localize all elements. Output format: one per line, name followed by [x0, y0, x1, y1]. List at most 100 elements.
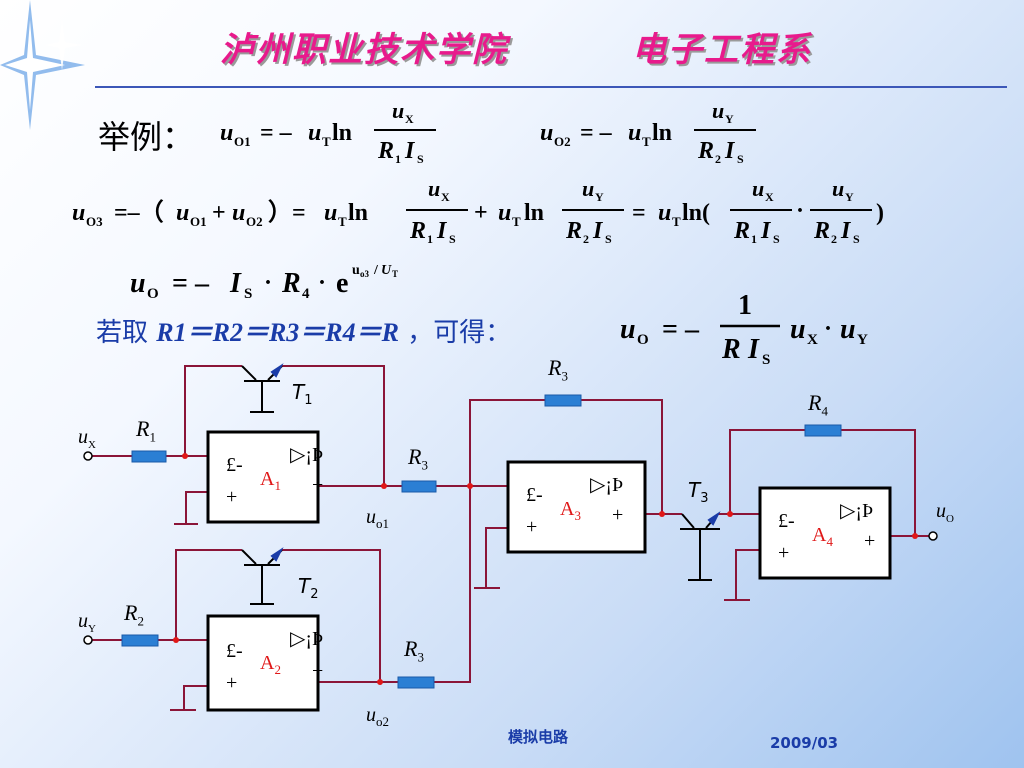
condition-text: 若取 R1＝R2＝R3＝R4＝R ，可得： [96, 312, 511, 349]
opamp-name: A3 [560, 498, 581, 523]
svg-text:1: 1 [751, 232, 757, 246]
opamp-plus-out: + [312, 660, 324, 682]
opamp-plus: + [226, 672, 238, 694]
svg-text:= –: = – [580, 120, 613, 146]
terminals [83, 451, 938, 645]
svg-text:e: e [336, 268, 348, 299]
svg-text:ln: ln [524, 200, 544, 226]
svg-text:R: R [813, 218, 830, 244]
svg-text:u: u [130, 268, 146, 299]
svg-text:）=: ）= [268, 199, 306, 226]
opamp-minus: £- [226, 454, 243, 476]
wires [92, 365, 929, 711]
label-r1: R1 [136, 416, 156, 445]
svg-text:u: u [352, 263, 360, 278]
svg-text:O: O [637, 332, 649, 348]
svg-text:T: T [392, 269, 398, 279]
transistor-t2 [241, 547, 284, 605]
condition-expr: R1＝R2＝R3＝R4＝R [156, 318, 399, 347]
opamp-plus-out: + [312, 474, 324, 496]
svg-text:4: 4 [302, 286, 310, 302]
opamp-symbol: ▷¡Þ [840, 500, 874, 522]
label-r2: R2 [124, 600, 144, 629]
opamp-plus: + [778, 542, 790, 564]
svg-text:Y: Y [595, 190, 604, 204]
svg-text:T: T [322, 134, 331, 149]
equation-uo1: u O1 = – u T ln u X R 1 I S [220, 98, 436, 166]
svg-text:u: u [392, 98, 404, 123]
svg-text:u: u [832, 176, 844, 201]
svg-text:·: · [796, 198, 804, 224]
svg-text:u: u [72, 200, 85, 226]
resistor-r3-c [544, 394, 582, 407]
svg-text:+: + [212, 200, 226, 226]
label-t2: T2 [298, 574, 319, 602]
equation-uo2: u O2 = – u T ln u Y R 2 I S [540, 98, 756, 166]
svg-text:S: S [605, 232, 612, 246]
svg-text:u: u [790, 314, 806, 345]
svg-text:ln(: ln( [682, 200, 710, 226]
opamp-minus: £- [226, 640, 243, 662]
nodes [173, 453, 918, 685]
opamp-name: A4 [812, 524, 833, 549]
svg-text:u: u [324, 200, 337, 226]
resistor-r1 [131, 450, 167, 463]
svg-text:O: O [147, 286, 159, 302]
svg-text:O1: O1 [234, 134, 251, 149]
svg-text:): ) [876, 200, 884, 226]
label-r3-b: R3 [404, 636, 424, 665]
svg-text:T: T [512, 214, 521, 229]
equation-uo-exp: u O = – I S · R 4 · e u o3 / U T [130, 263, 398, 302]
svg-text:u: u [220, 120, 233, 146]
label-r3-c: R3 [548, 355, 568, 384]
svg-text:·: · [824, 316, 832, 342]
svg-text:1: 1 [738, 290, 752, 321]
svg-text:ln: ln [332, 120, 352, 146]
footer-date: 2009/03 [770, 734, 839, 752]
svg-text:o3: o3 [360, 269, 370, 279]
svg-text:S: S [417, 152, 424, 166]
svg-text:X: X [405, 112, 414, 126]
svg-text:S: S [762, 352, 770, 368]
resistor-r4 [804, 424, 842, 437]
label-r4: R4 [808, 390, 828, 419]
opamp-minus: £- [778, 510, 795, 532]
opamp-name: A1 [260, 468, 281, 493]
svg-text:Y: Y [725, 112, 734, 126]
department-title: 电子工程系 [632, 30, 812, 70]
svg-text:S: S [737, 152, 744, 166]
svg-text:I: I [592, 218, 604, 244]
label-uy: uY [78, 610, 96, 635]
svg-text:O3: O3 [86, 214, 103, 229]
svg-text:X: X [765, 190, 774, 204]
svg-text:u: u [308, 120, 321, 146]
svg-text:=: = [632, 200, 646, 226]
label-uo1: uo1 [366, 506, 389, 531]
label-ux: uX [78, 426, 96, 451]
resistor-r3-b [397, 676, 435, 689]
opamp-plus-out: + [612, 504, 624, 526]
svg-text:T: T [338, 214, 347, 229]
equation-uo3: u O3 =–（ u O1 + u O2 ）= u T ln u X R 1 I… [72, 176, 884, 246]
svg-text:= –: = – [662, 314, 700, 345]
svg-text:X: X [807, 332, 818, 348]
label-uo2: uo2 [366, 704, 389, 729]
svg-text:ln: ln [348, 200, 368, 226]
svg-text:= –: = – [260, 120, 293, 146]
svg-text:S: S [853, 232, 860, 246]
svg-text:= –: = – [172, 268, 210, 299]
svg-text:I: I [747, 334, 760, 365]
opamp-box-a4 [758, 486, 892, 580]
svg-text:u: u [176, 200, 189, 226]
svg-text:2: 2 [583, 232, 589, 246]
example-label: 举例： [98, 118, 195, 156]
svg-text:·: · [264, 270, 272, 296]
svg-text:Y: Y [857, 332, 868, 348]
svg-text:1: 1 [395, 152, 401, 166]
label-uo: uO [936, 500, 954, 525]
svg-text:u: u [712, 98, 724, 123]
institution-title: 泸州职业技术学院 [220, 30, 508, 70]
svg-text:u: u [540, 120, 553, 146]
svg-text:2: 2 [715, 152, 721, 166]
label-t1: T1 [292, 380, 313, 408]
